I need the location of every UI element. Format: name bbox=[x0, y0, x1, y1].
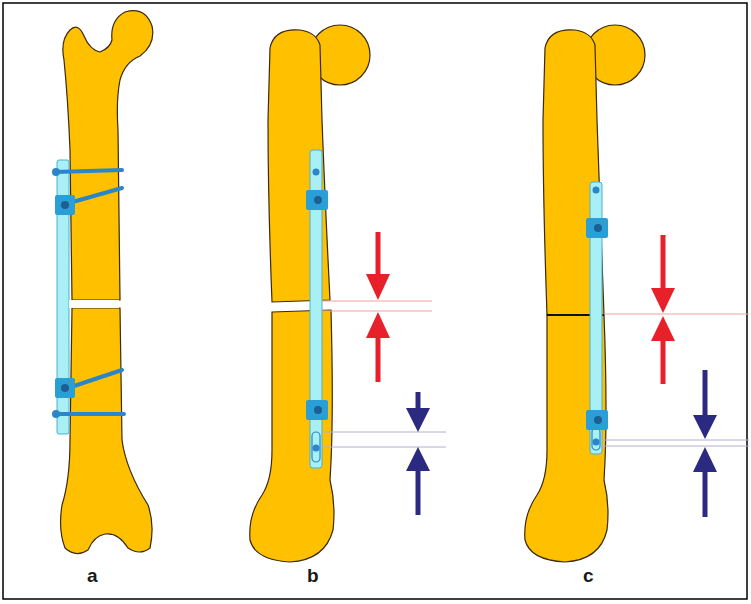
panel-letter: a bbox=[87, 565, 98, 587]
panel-letter: c bbox=[583, 565, 594, 587]
panel-letter: b bbox=[307, 565, 319, 587]
